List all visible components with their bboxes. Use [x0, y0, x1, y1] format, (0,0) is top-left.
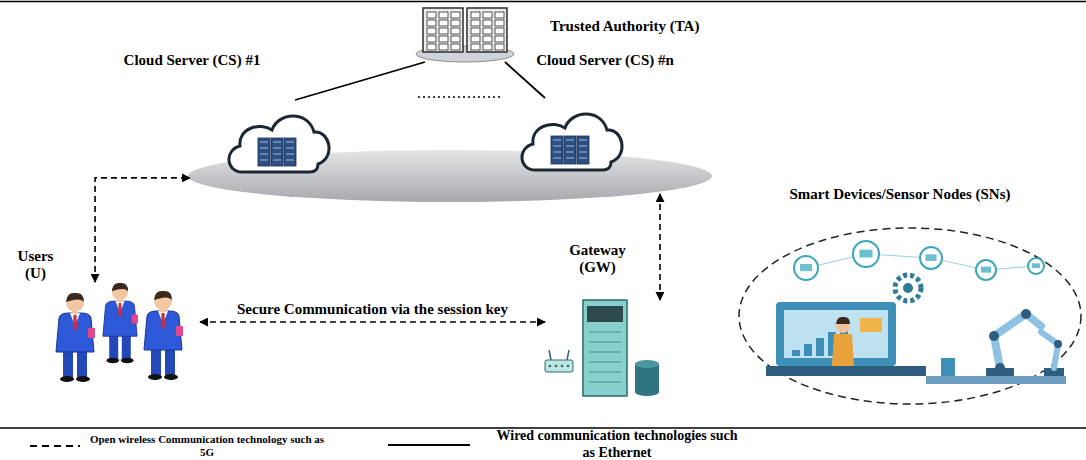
- legend-item: Wired communication technologies such as…: [388, 428, 742, 460]
- sensor-node-region: Smart Devices/Sensor Nodes (SNs): [736, 226, 1084, 406]
- node-label: Smart Devices/Sensor Nodes (SNs): [785, 186, 1015, 203]
- node-label: Cloud Server (CS) #1: [122, 52, 262, 69]
- cloud-server-art: [190, 100, 332, 182]
- wired-link: [295, 62, 425, 100]
- top-rule: [0, 1, 1086, 3]
- wireless-link: [659, 194, 661, 300]
- legend-item: Open wireless Communication technology s…: [30, 433, 326, 459]
- legend-text: Open wireless Communication technology s…: [88, 433, 326, 459]
- user-group: Users (U): [35, 282, 200, 382]
- authority-server-art: [415, 4, 515, 62]
- legend-text: Wired communication technologies such as…: [492, 428, 742, 460]
- legend-line-sample: [30, 441, 80, 451]
- node-label: Cloud Server (CS) #n: [535, 52, 675, 69]
- cloud-server: Cloud Server (CS) #1: [190, 100, 332, 182]
- node-label: Users (U): [8, 248, 63, 283]
- cloud-server-art: [515, 98, 665, 194]
- edge-label: Secure Communication via the session key: [234, 301, 511, 318]
- more-servers-dots: [418, 96, 502, 97]
- node-label: Gateway (GW): [560, 242, 635, 277]
- node-label: Trusted Authority (TA): [550, 18, 699, 35]
- user-group-art: [35, 282, 200, 382]
- gateway-device: Gateway (GW): [545, 300, 665, 400]
- legend-line-sample: [388, 440, 470, 450]
- gateway-device-art: [545, 300, 665, 400]
- authority-server: Trusted Authority (TA): [415, 4, 515, 62]
- sensor-node-region-art: [736, 226, 1084, 406]
- wireless-link: [95, 178, 190, 282]
- cloud-server: Cloud Server (CS) #n: [515, 98, 665, 194]
- wireless-link: [200, 321, 545, 323]
